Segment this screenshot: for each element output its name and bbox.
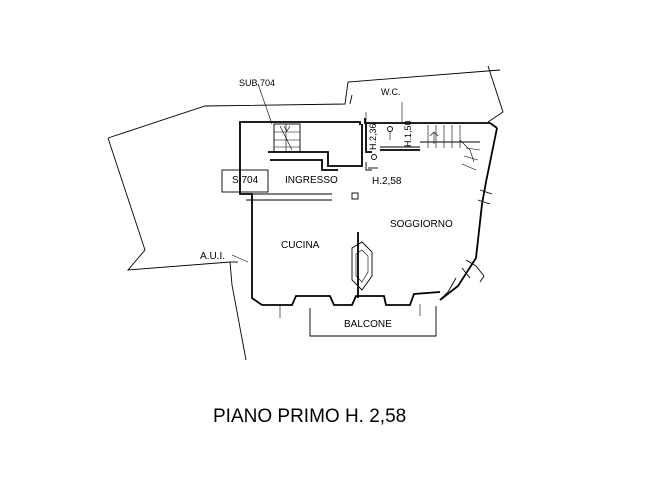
leader-lines bbox=[231, 83, 403, 263]
label-balcone: BALCONE bbox=[344, 319, 392, 330]
label-ingresso: INGRESSO bbox=[285, 175, 338, 186]
label-h150: H.1,50 bbox=[403, 120, 413, 147]
label-cucina: CUCINA bbox=[281, 240, 320, 251]
label-sub704: SUB.704 bbox=[239, 78, 275, 88]
label-wc: W.C. bbox=[381, 87, 401, 97]
balcony-outline bbox=[279, 304, 437, 337]
label-s704: S.704 bbox=[232, 175, 259, 186]
label-h236: H.2,36 bbox=[368, 123, 378, 150]
wc-fixtures bbox=[371, 126, 393, 160]
interior-walls bbox=[268, 124, 420, 298]
label-aui: A.U.I. bbox=[200, 251, 225, 262]
right-wall-windows bbox=[439, 189, 493, 301]
staircase-left bbox=[273, 123, 301, 153]
label-soggiorno: SOGGIORNO bbox=[390, 219, 453, 230]
plan-title: PIANO PRIMO H. 2,58 bbox=[213, 406, 406, 427]
staircase-right bbox=[420, 125, 481, 171]
exterior-walls bbox=[239, 118, 498, 306]
boundary-lines bbox=[107, 65, 504, 361]
s704-box bbox=[221, 169, 269, 193]
label-h258: H.2,58 bbox=[372, 176, 402, 187]
central-column bbox=[351, 241, 373, 291]
